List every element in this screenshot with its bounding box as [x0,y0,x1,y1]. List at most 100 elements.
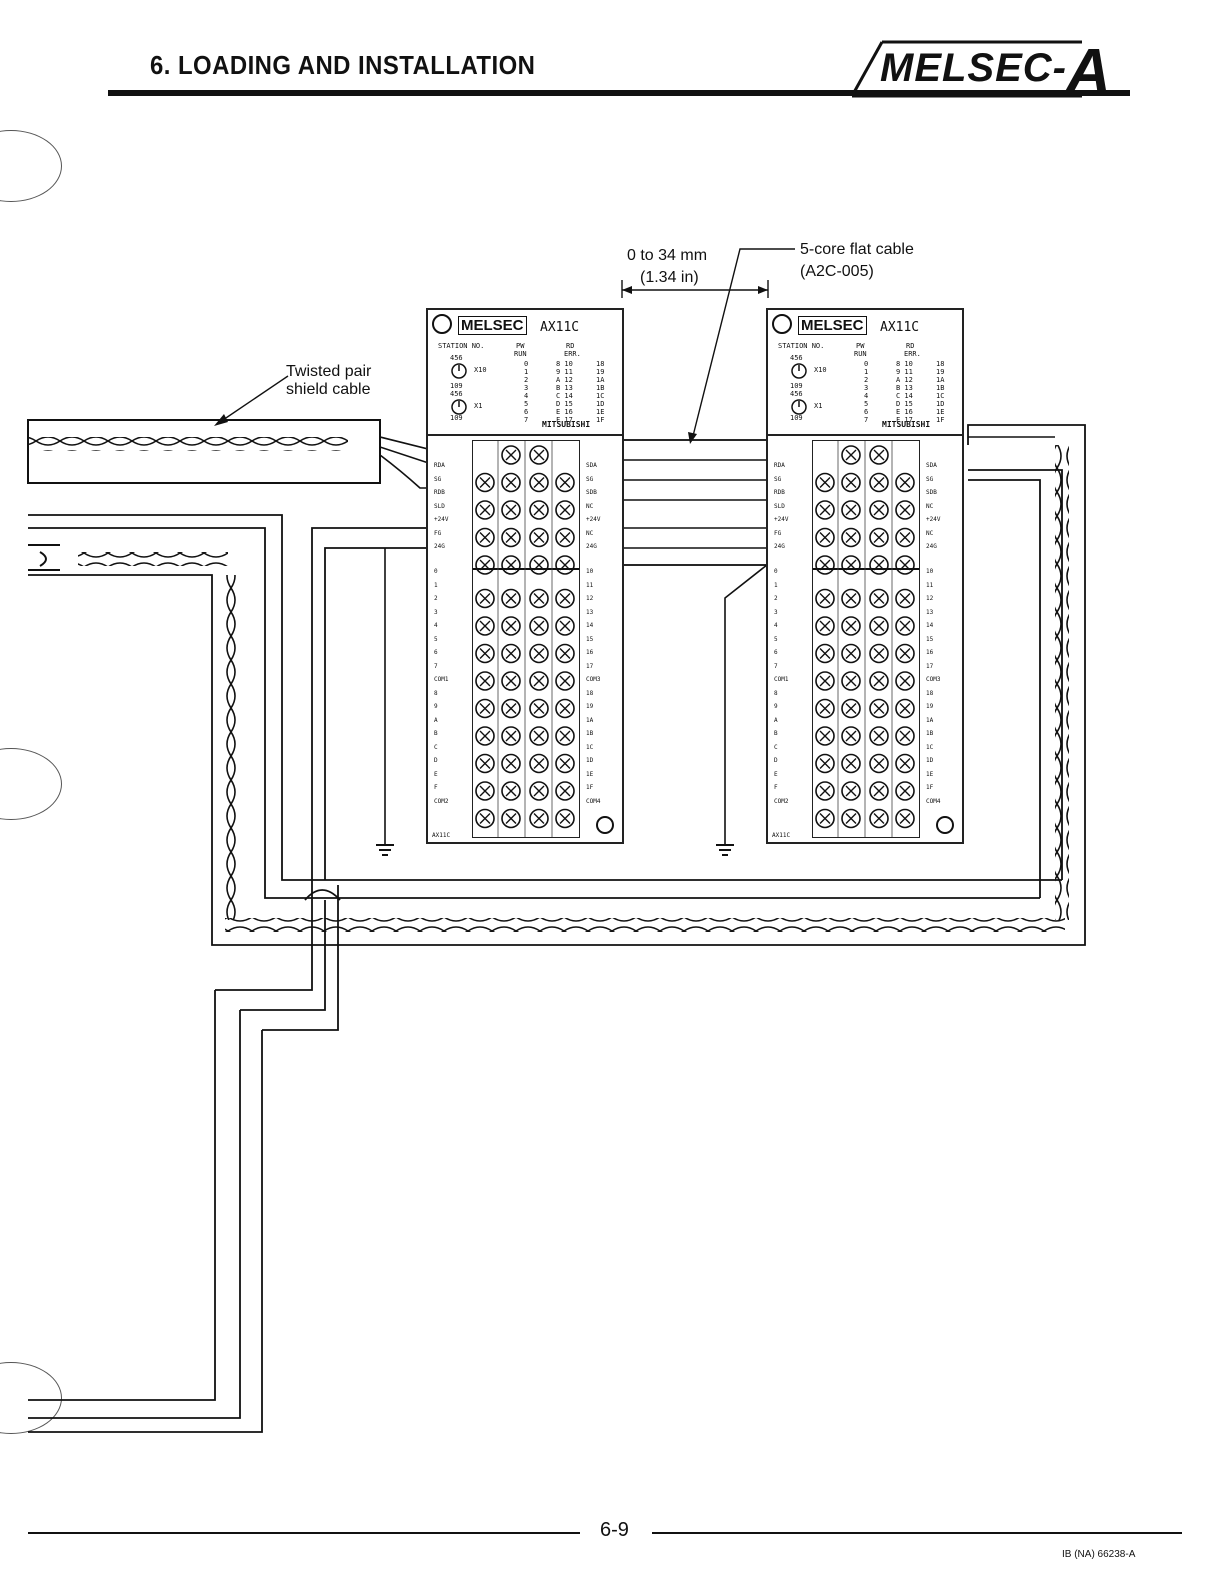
cable-distance-label: 0 to 34 mm [627,247,708,264]
screw-cross-icon [559,813,571,824]
screw-cross-icon [845,813,857,824]
footer-rule-left [28,1532,580,1534]
melsec-logo: MELSEC- A [852,37,1134,106]
screw-cross-icon [873,532,885,543]
screw-cross-icon [505,785,517,797]
terminal-label: +24V [586,516,601,523]
terminal-label: 1D [926,757,934,764]
screw-cross-icon [845,593,857,604]
screw-cross-icon [479,730,491,742]
terminal-screw-icon [529,500,549,520]
page-number: 6-9 [600,1519,629,1541]
rotary-switch-icon [451,363,467,379]
terminal-screw-icon [841,472,861,493]
terminal-label: 24G [434,543,445,550]
dial-top-digits: 456 [450,390,463,398]
screw-cross-icon [899,730,911,742]
terminal-label: 24G [926,543,937,550]
terminal-label: 5 [434,635,438,643]
terminal-label: 19 [586,703,594,710]
screw-cross-icon [479,785,491,797]
run-label: RUN [854,350,867,358]
dial-bottom-digits: 109 [450,414,463,422]
screw-cross-icon [505,620,517,632]
rd-label: RD [906,342,915,350]
terminal-screws [813,441,919,837]
terminal-screw-icon [529,698,549,719]
screw-cross-icon [899,758,911,769]
terminal-label: 16 [586,649,594,656]
terminal-screw-icon [501,643,521,664]
screw-cross-icon [873,593,885,604]
terminal-label: COM1 [774,676,789,683]
screw-cross-icon [819,730,831,742]
logo-text: MELSEC- [880,46,1067,90]
screw-cross-icon [899,813,911,824]
terminal-label: 13 [926,608,934,616]
screw-cross-icon [533,703,545,714]
screw-cross-icon [505,449,517,461]
terminal-label: 1 [434,581,438,589]
screw-cross-icon [873,785,885,797]
screw-cross-icon [505,593,517,604]
terminal-screw-icon [815,555,835,575]
terminal-screw-icon [815,616,835,636]
terminal-screw-icon [555,527,575,548]
screw-cross-icon [899,785,911,797]
terminal-label: SDB [586,489,597,496]
screw-cross-icon [873,477,885,488]
terminal-screw-icon [841,781,861,801]
screw-cross-icon [819,675,831,687]
screw-cross-icon [533,532,545,543]
screw-cross-icon [873,813,885,824]
terminal-screw-icon [841,616,861,636]
terminal-label: SG [774,475,782,483]
terminal-label: FG [774,529,782,537]
terminal-screw-icon [869,445,889,465]
mounting-hole-icon [432,314,452,334]
terminal-label: +24V [774,516,789,523]
terminal-screw-icon [501,472,521,493]
terminal-screw-icon [895,472,915,493]
err-label: ERR. [904,350,921,358]
screw-cross-icon [533,449,545,461]
terminal-label: 18 [926,689,934,697]
terminal-screw-icon [815,808,835,829]
terminal-label: 1E [926,770,934,778]
flat-cable-part-label: (A2C-005) [800,263,874,280]
screw-cross-icon [559,675,571,687]
terminal-label: COM3 [926,676,941,683]
terminal-block [812,440,920,838]
screw-cross-icon [533,813,545,824]
terminal-screw-icon [529,527,549,548]
terminal-label: 19 [926,703,934,710]
twisted-pair-label: Twisted pair [286,363,372,380]
terminal-label: 1F [586,784,594,791]
screw-cross-icon [479,532,491,543]
terminal-label: C [434,743,438,751]
dial-bottom-digits: 109 [450,382,463,390]
section-title: 6. LOADING AND INSTALLATION [150,50,536,80]
terminal-label: FG [434,529,442,537]
terminal-label: RDA [774,462,785,469]
terminal-screw-icon [555,781,575,801]
terminal-label: 1F [926,784,934,791]
terminal-screw-icon [895,643,915,664]
terminal-screw-icon [555,555,575,575]
terminal-screw-icon [869,808,889,829]
screw-cross-icon [899,703,911,714]
screw-cross-icon [505,758,517,769]
terminal-screw-icon [529,753,549,774]
terminal-label: E [434,770,438,778]
terminal-label: F [434,784,438,791]
terminal-screw-icon [895,671,915,691]
terminal-label: A [434,716,438,724]
station-label: STATION NO. [778,342,825,350]
terminal-label: RDB [434,489,445,496]
terminal-screw-icon [815,726,835,746]
terminal-label: SLD [434,502,445,510]
screw-cross-icon [819,593,831,604]
run-label: RUN [514,350,527,358]
terminal-screw-icon [501,588,521,609]
screw-cross-icon [559,648,571,659]
